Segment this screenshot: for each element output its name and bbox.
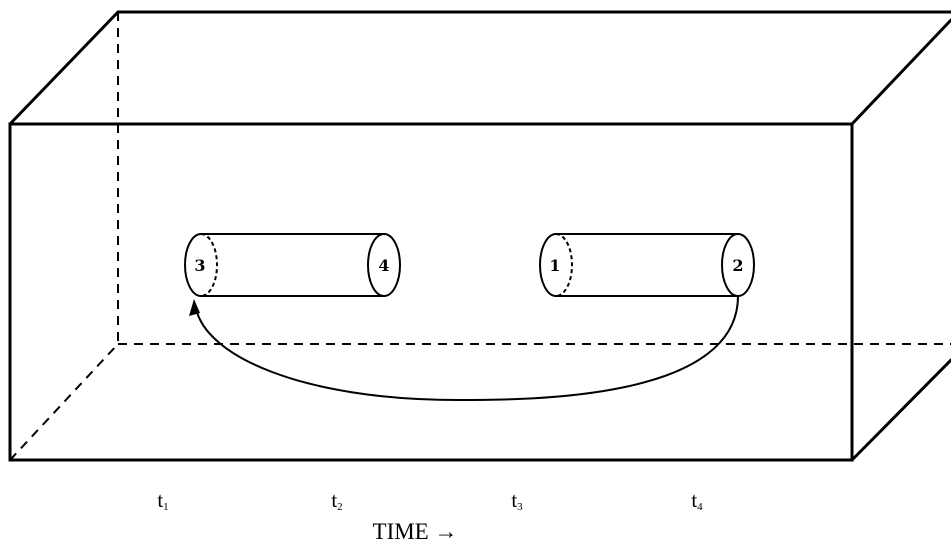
mouth-3-outline [184,233,202,297]
time-axis-title: TIME → [372,519,458,544]
bottom-edge-right [850,358,951,462]
mouth-4-outline [367,233,401,297]
mouth-4-label: 4 [378,256,389,275]
top-edge-left [8,10,120,126]
time-mark-t2: t2 [331,488,343,513]
mouth-1-label: 1 [549,256,560,275]
top-edge-right [850,18,951,126]
wormhole-left: 3 4 [184,233,401,297]
loop-arrow-curve [195,295,739,402]
loop-arrowhead [189,299,200,316]
mouth-3-label: 3 [194,256,205,275]
wormhole-right: 1 2 [539,233,755,297]
mouth-1-outline [539,233,557,297]
time-mark-t1: t1 [157,488,169,513]
hidden-edge-bottom-left [9,343,119,461]
mouth-2-label: 2 [732,256,743,275]
time-mark-t4: t4 [691,488,703,513]
time-mark-t3: t3 [511,488,523,513]
front-face [8,122,854,462]
